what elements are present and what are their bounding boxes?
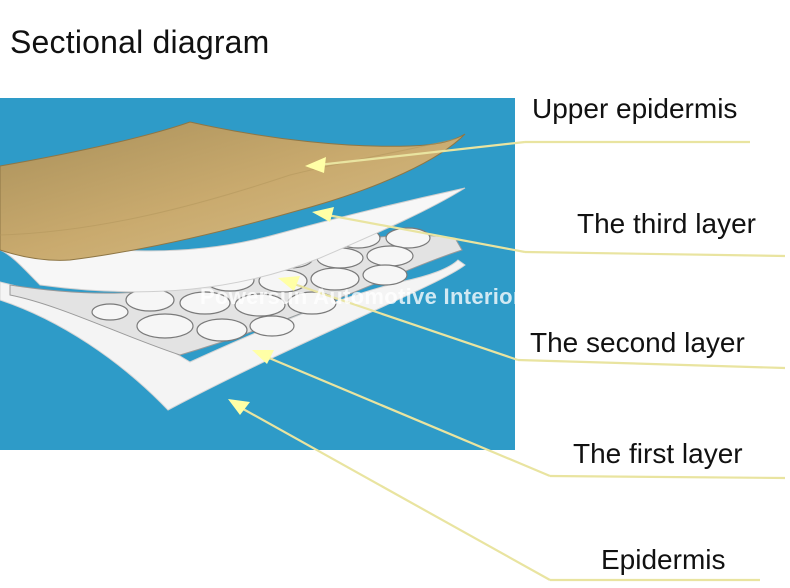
- leader-line-third-layer: [321, 212, 526, 254]
- arrow-upper-epidermis: [305, 157, 326, 173]
- diagram-title: Sectional diagram: [10, 24, 270, 60]
- arrow-third-layer: [312, 207, 334, 222]
- arrow-epidermis: [228, 399, 250, 415]
- arrow-second-layer: [278, 276, 300, 291]
- label-first-layer: The first layer: [573, 438, 743, 469]
- watermark: Powersun Automotive Interiors: [200, 284, 535, 309]
- leader-line-second-layer: [287, 280, 519, 362]
- leader-line-first-layer: [261, 353, 551, 478]
- label-second-layer: The second layer: [530, 327, 745, 358]
- upper-epidermis-edge: [0, 137, 461, 236]
- upper-epidermis-sheet: [0, 121, 466, 261]
- label-upper-epidermis: Upper epidermis: [532, 93, 738, 124]
- leader-line-second-layer-tail: [517, 358, 786, 370]
- leader-line-epidermis: [235, 404, 551, 581]
- label-third-layer: The third layer: [577, 208, 756, 239]
- leader-line-third-layer-tail: [524, 250, 786, 258]
- leader-line-upper-epidermis: [317, 140, 526, 167]
- arrow-first-layer: [252, 350, 274, 364]
- label-epidermis: Epidermis: [601, 544, 726, 575]
- third-layer-sheet: [0, 187, 466, 293]
- leader-line-first-layer-tail: [549, 474, 786, 480]
